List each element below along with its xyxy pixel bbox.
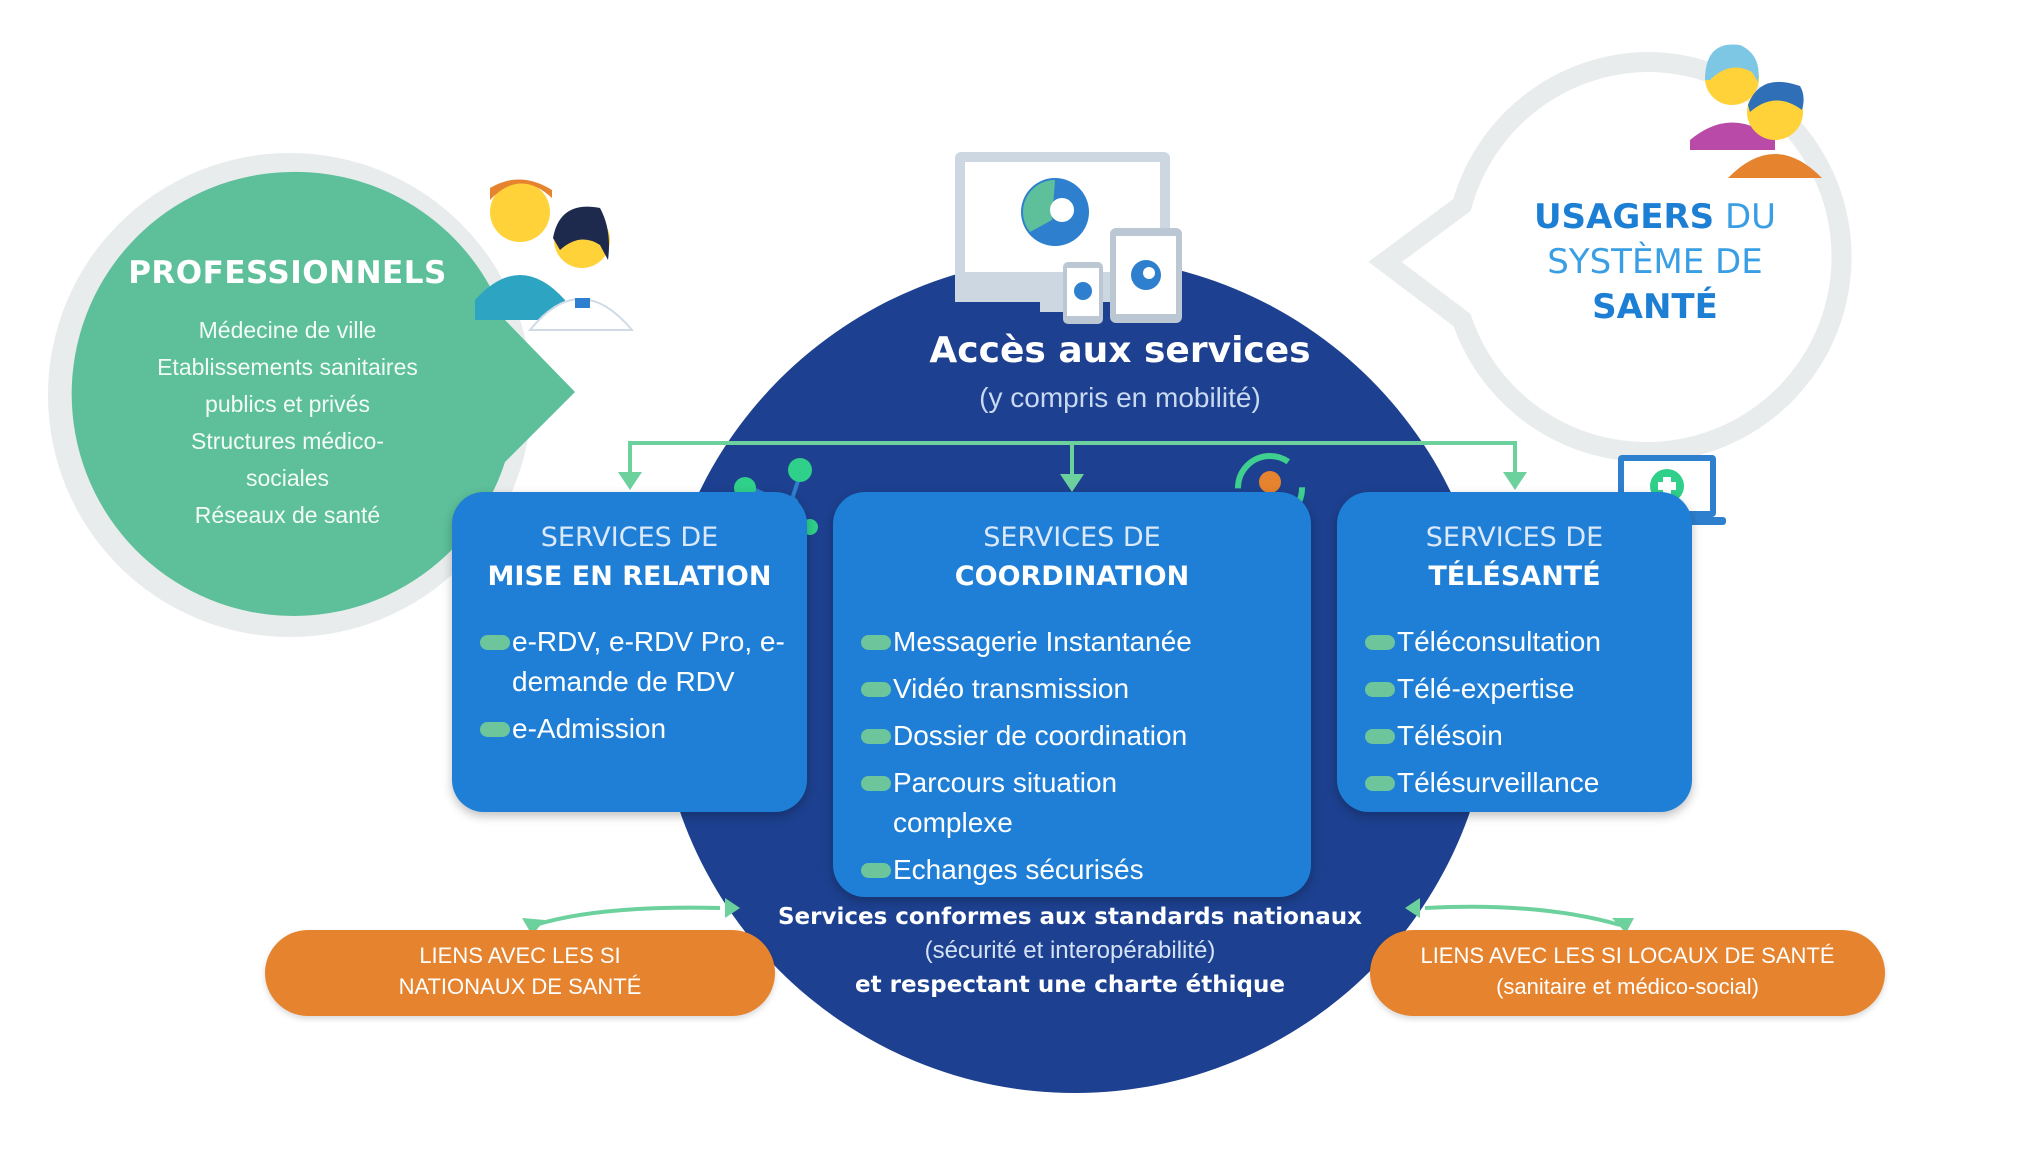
usagers-du: DU: [1724, 197, 1777, 237]
usagers-line3: SANTÉ: [1592, 287, 1718, 327]
service-heading-bottom: MISE EN RELATION: [487, 561, 772, 592]
service-heading-top: SERVICES DE: [1425, 522, 1604, 553]
bullet-pill: [861, 776, 891, 791]
usagers-people-icon: [1690, 44, 1822, 178]
service-box-coordination: SERVICES DE COORDINATION Messagerie Inst…: [833, 492, 1311, 897]
service-item: e-RDV, e-RDV Pro, e-demande de RDV: [452, 622, 807, 702]
service-heading-top: SERVICES DE: [983, 522, 1161, 553]
bullet-pill: [1365, 729, 1395, 744]
central-subtitle: (y compris en mobilité): [979, 382, 1261, 413]
professionals-item: Médecine de ville: [198, 317, 377, 343]
professionals-item: Réseaux de santé: [194, 502, 381, 528]
local-links-line2: (sanitaire et médico-social): [1496, 974, 1759, 999]
arrow-heads: [618, 472, 1527, 492]
service-item: Vidéo transmission: [833, 669, 1311, 709]
standards-line1: Services conformes aux standards nationa…: [777, 904, 1363, 930]
link-arrows: [534, 904, 1621, 927]
bullet-pill: [480, 635, 510, 650]
professionals-item: Structures médico-sociales: [190, 428, 384, 491]
standards-text: Services conformes aux standards nationa…: [700, 900, 1440, 1002]
service-item: Téléconsultation: [1337, 622, 1692, 662]
service-item: Dossier de coordination: [833, 716, 1311, 756]
service-item: Echanges sécurisés: [833, 850, 1311, 890]
bullet-pill: [1365, 682, 1395, 697]
service-item: e-Admission: [452, 709, 807, 749]
bullet-pill: [861, 729, 891, 744]
national-links-pill: LIENS AVEC LES SI NATIONAUX DE SANTÉ: [265, 930, 775, 1016]
national-links-line1: LIENS AVEC LES SI: [419, 943, 621, 968]
service-box-mise-en-relation: SERVICES DE MISE EN RELATION e-RDV, e-RD…: [452, 492, 807, 812]
professionals-title: PROFESSIONNELS: [128, 255, 447, 291]
service-heading-bottom: COORDINATION: [954, 561, 1190, 592]
professionals-bubble: [71, 171, 575, 616]
usagers-bubble: [1368, 51, 1852, 462]
devices-icon: [955, 152, 1182, 324]
standards-line2: (sécurité et interopérabilité): [924, 937, 1216, 964]
bullet-pill: [861, 863, 891, 878]
standards-line3: et respectant une charte éthique: [855, 972, 1285, 998]
service-heading-top: SERVICES DE: [540, 522, 719, 553]
professionals-item: Etablissements sanitaires publics et pri…: [157, 354, 418, 417]
service-heading-bottom: TÉLÉSANTÉ: [1428, 561, 1601, 592]
bullet-pill: [861, 635, 891, 650]
bullet-pill: [1365, 635, 1395, 650]
doctors-icon: [475, 179, 635, 331]
usagers-line2: SYSTÈME DE: [1547, 242, 1763, 282]
usagers-word: USAGERS: [1533, 197, 1715, 237]
service-item: Télésoin: [1337, 716, 1692, 756]
service-item: Messagerie Instantanée: [833, 622, 1311, 662]
professionals-list: Médecine de ville Etablissements sanitai…: [110, 312, 465, 534]
service-box-telesante: SERVICES DE TÉLÉSANTÉ Téléconsultation T…: [1337, 492, 1692, 812]
service-item: Télé-expertise: [1337, 669, 1692, 709]
central-title: Accès aux services: [929, 330, 1311, 371]
usagers-label: USAGERS DU SYSTÈME DE SANTÉ: [1490, 195, 1820, 330]
bullet-pill: [480, 722, 510, 737]
national-links-line2: NATIONAUX DE SANTÉ: [398, 974, 642, 999]
local-links-pill: LIENS AVEC LES SI LOCAUX DE SANTÉ (sanit…: [1370, 930, 1885, 1016]
service-item: Télésurveillance: [1337, 763, 1692, 803]
local-links-line1: LIENS AVEC LES SI LOCAUX DE SANTÉ: [1420, 943, 1835, 968]
bullet-pill: [861, 682, 891, 697]
bullet-pill: [1365, 776, 1395, 791]
service-item: Parcours situation complexe: [833, 763, 1311, 843]
